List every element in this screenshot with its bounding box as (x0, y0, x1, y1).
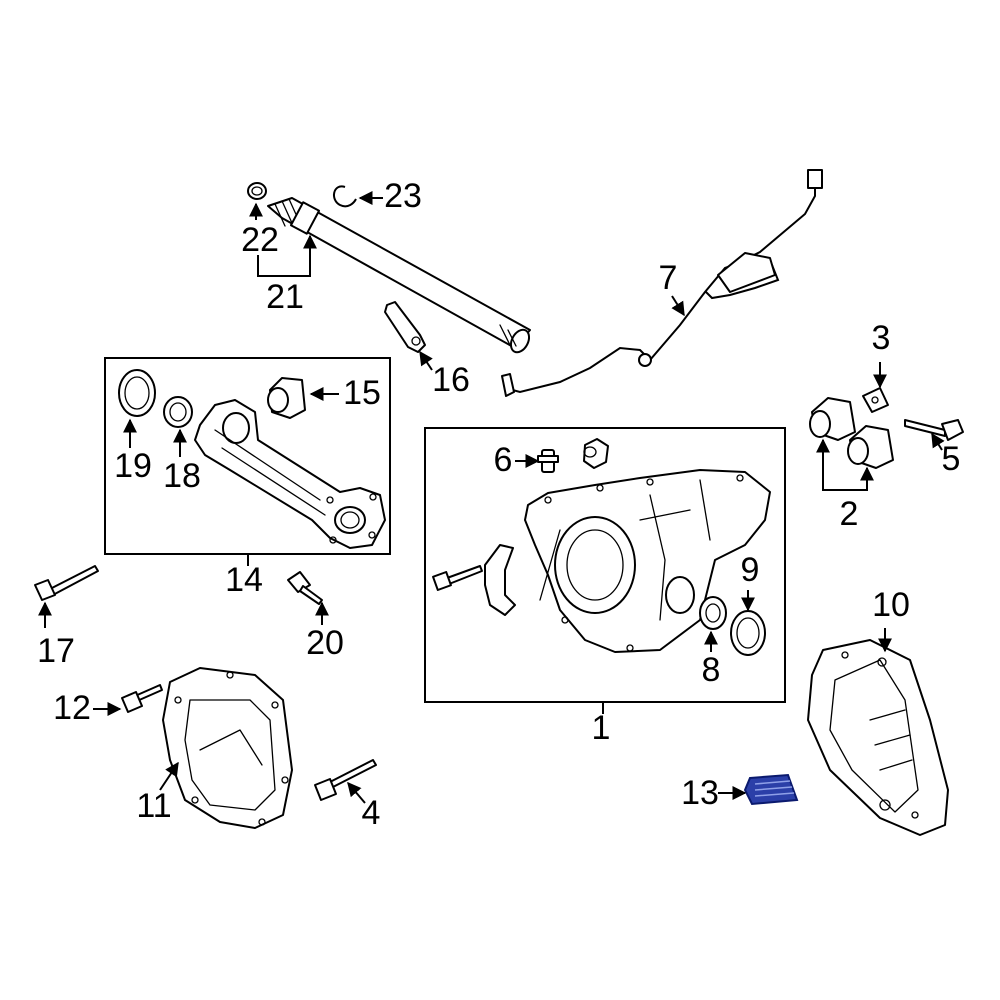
bearing-18[interactable] (163, 396, 193, 428)
vent-hose[interactable] (501, 169, 823, 397)
callout-18: 18 (163, 457, 201, 495)
bolt-4[interactable] (314, 759, 377, 801)
callout-14: 14 (225, 561, 263, 599)
bracket[interactable] (384, 301, 426, 353)
bolt-17[interactable] (34, 565, 99, 601)
callout-17: 17 (37, 632, 75, 670)
highlighted-part-13[interactable] (743, 773, 799, 806)
bolt-20[interactable] (287, 571, 323, 605)
bushing-2b[interactable] (847, 425, 894, 469)
callout-9: 9 (741, 551, 760, 589)
callout-5: 5 (942, 440, 961, 478)
carrier-housing[interactable] (524, 469, 771, 653)
callout-19: 19 (114, 447, 152, 485)
callout-7: 7 (659, 259, 678, 297)
axle-tube[interactable] (194, 399, 386, 549)
bushing-15[interactable] (267, 377, 306, 419)
callout-15: 15 (343, 374, 381, 412)
pointer-lines (38, 191, 945, 804)
callout-8: 8 (702, 651, 721, 689)
cap-bolt[interactable] (432, 565, 483, 591)
breather-6[interactable] (537, 449, 559, 473)
callout-2: 2 (840, 495, 859, 533)
callout-20: 20 (306, 624, 344, 662)
seal-19[interactable] (118, 369, 156, 417)
box-carrier-housing (424, 427, 786, 703)
bushing-2a[interactable] (809, 397, 856, 441)
callout-3: 3 (872, 319, 891, 357)
bushing-top[interactable] (583, 438, 609, 469)
o-ring[interactable] (247, 182, 267, 200)
callout-23: 23 (384, 177, 422, 215)
cover-11[interactable] (162, 667, 293, 829)
callout-12: 12 (53, 689, 91, 727)
seal-9[interactable] (730, 610, 766, 656)
callout-labels: 1 2 3 4 5 6 7 8 9 10 11 12 13 14 15 16 1… (37, 177, 960, 832)
callout-22: 22 (241, 221, 279, 259)
callout-6: 6 (494, 441, 513, 479)
callout-16: 16 (432, 361, 470, 399)
callout-21: 21 (266, 278, 304, 316)
snap-ring[interactable] (333, 185, 357, 208)
bearing-cap[interactable] (484, 544, 516, 616)
nut-3[interactable] (862, 387, 889, 413)
bearing-8[interactable] (699, 596, 727, 630)
callout-10: 10 (872, 586, 910, 624)
callout-4: 4 (362, 794, 381, 832)
callout-13: 13 (681, 774, 719, 812)
bolt-5[interactable] (904, 419, 964, 441)
bolt-12[interactable] (121, 684, 163, 713)
axle-shaft[interactable] (267, 197, 533, 355)
cover-10[interactable] (807, 639, 949, 836)
callout-11: 11 (136, 787, 171, 825)
callout-1: 1 (592, 709, 611, 747)
